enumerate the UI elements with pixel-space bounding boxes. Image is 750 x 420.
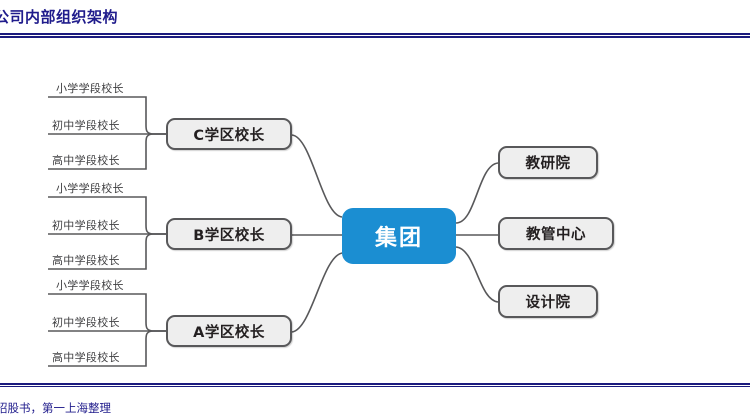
node-district-b[interactable]: B学区校长 bbox=[166, 218, 292, 250]
node-research-institute[interactable]: 教研院 bbox=[498, 146, 598, 179]
connector-group-to-design bbox=[455, 246, 499, 303]
node-group-center[interactable]: 集团 bbox=[342, 208, 456, 264]
connector-group-to-district-c bbox=[291, 134, 343, 218]
leaf-label-district-c-primary: 小学学段校长 bbox=[56, 82, 124, 95]
connector-group-to-research bbox=[455, 162, 499, 224]
connector-district-c-leaf-3 bbox=[48, 133, 166, 170]
connector-layer bbox=[48, 96, 499, 367]
source-note: 招股书，第一上海整理 bbox=[0, 401, 111, 415]
leaf-label-district-c-senior: 高中学段校长 bbox=[52, 154, 120, 167]
leaf-label-district-b-primary: 小学学段校长 bbox=[56, 182, 124, 195]
leaf-label-district-a-senior: 高中学段校长 bbox=[52, 351, 120, 364]
header-divider bbox=[0, 33, 750, 38]
node-teaching-management-center[interactable]: 教管中心 bbox=[498, 217, 614, 250]
node-district-a[interactable]: A学区校长 bbox=[166, 315, 292, 347]
connector-district-b-leaf-3 bbox=[48, 233, 166, 270]
page-title: 公司内部组织架构 bbox=[0, 8, 119, 26]
connector-district-a-leaf-3 bbox=[48, 330, 166, 367]
footer-divider bbox=[0, 383, 750, 387]
leaf-label-district-a-junior: 初中学段校长 bbox=[52, 316, 120, 329]
leaf-label-district-b-junior: 初中学段校长 bbox=[52, 219, 120, 232]
leaf-label-district-c-junior: 初中学段校长 bbox=[52, 119, 120, 132]
node-design-institute[interactable]: 设计院 bbox=[498, 285, 598, 318]
org-chart-diagram: 小学学段校长 初中学段校长 高中学段校长 小学学段校长 初中学段校长 高中学段校… bbox=[0, 45, 750, 380]
connector-group-to-district-a bbox=[291, 252, 343, 333]
node-district-c[interactable]: C学区校长 bbox=[166, 118, 292, 150]
leaf-label-district-a-primary: 小学学段校长 bbox=[56, 279, 124, 292]
leaf-label-district-b-senior: 高中学段校长 bbox=[52, 254, 120, 267]
